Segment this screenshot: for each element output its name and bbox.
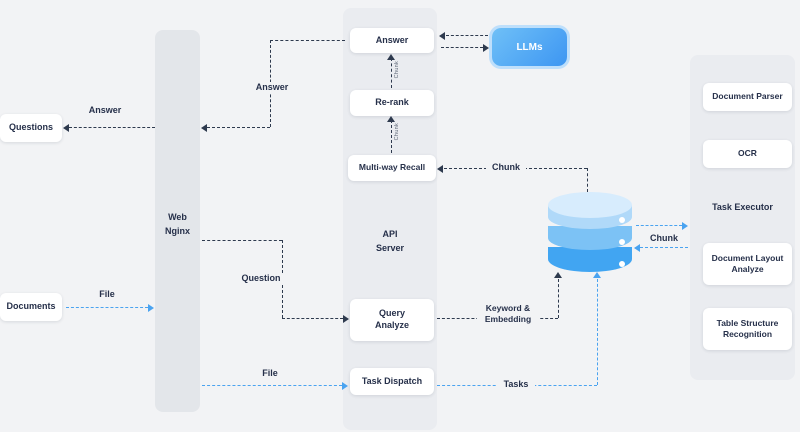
arrowhead [682,222,688,230]
task-dispatch-node: Task Dispatch [350,368,434,395]
edge-label-file-dispatch: File [262,368,278,378]
arrowhead [387,54,395,60]
edge-label-tasks: Tasks [497,379,535,391]
edge-llms-h1 [446,35,488,36]
table-structure-node: Table Structure Recognition [703,308,792,350]
edge-label-question: Question [236,273,286,285]
document-parser-node: Document Parser [703,83,792,111]
edge-label-chunk-answer: Chunk [394,61,400,79]
arrowhead [201,124,207,132]
documents-label: Documents [6,301,56,312]
arrowhead [634,244,640,252]
arrowhead [343,315,349,323]
edge-chunk-recall-v [587,168,588,192]
documents-node: Documents [0,293,62,321]
arrowhead [483,44,489,52]
arrowhead [439,32,445,40]
api-server-column [343,8,437,430]
arrowhead [387,116,395,122]
edge-answer-h3 [69,127,155,128]
web-nginx-label: Web Nginx [164,212,190,236]
document-layout-node: Document Layout Analyze [703,243,792,285]
web-nginx-column [155,30,200,412]
edge-answer-h2 [207,127,270,128]
edge-question-h2 [282,318,343,319]
multiway-recall-node: Multi-way Recall [348,155,436,181]
edge-llms-h2 [441,47,483,48]
arrowhead [63,124,69,132]
edge-answer-h1 [270,40,345,41]
rerank-node: Re-rank [350,90,434,116]
database-band-bottom [548,247,632,272]
edge-label-file-upload: File [99,289,115,299]
arrowhead [342,382,348,390]
database-dot [619,239,625,245]
edge-recall-rerank-v [391,120,392,153]
arrowhead [554,272,562,278]
edge-label-chunk-rerank: Chunk [394,123,400,141]
edge-label-keyword: Keyword & Embedding [477,303,539,325]
edge-label-answer-left: Answer [85,105,125,117]
database-top-ellipse [548,192,632,218]
ocr-node: OCR [703,140,792,168]
arrowhead [437,165,443,173]
database-icon [548,192,632,272]
edge-file-dispatch-h [202,385,342,386]
database-band-middle [548,226,632,250]
questions-node: Questions [0,114,62,142]
task-executor-label: Task Executor [712,202,773,212]
database-dot [619,261,625,267]
api-server-label: API Server [375,229,405,253]
questions-label: Questions [8,122,53,133]
arrowhead [148,304,154,312]
edge-keyword-v [558,279,559,318]
edge-tasks-v [597,279,598,385]
edge-label-chunk-exec: Chunk [650,233,678,243]
edge-file-upload-h [66,307,148,308]
edge-rerank-answer-v [391,58,392,88]
edge-label-answer-mid: Answer [250,82,294,94]
arrowhead [593,272,601,278]
database-dot [619,217,625,223]
edge-label-chunk-recall: Chunk [486,162,526,174]
edge-chunk-exec-h1 [636,225,682,226]
edge-chunk-exec-h2 [640,247,688,248]
edge-question-h1 [202,240,282,241]
answer-node: Answer [350,28,434,53]
query-analyze-node: Query Analyze [350,299,434,341]
llms-node: LLMs [492,28,567,66]
